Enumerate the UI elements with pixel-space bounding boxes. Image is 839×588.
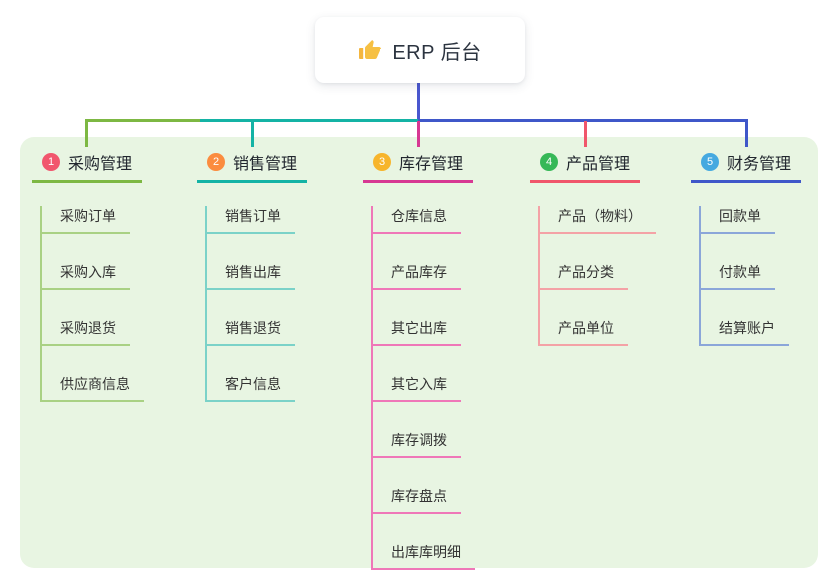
branch-children-list: 采购订单采购入库采购退货供应商信息 [40,206,144,402]
branch-number-badge: 4 [540,153,558,171]
child-node[interactable]: 库存调拨 [373,430,461,458]
thumbs-up-icon [358,38,382,62]
branch-column-3: 3 库存管理仓库信息产品库存其它出库其它入库库存调拨库存盘点出库库明细 [363,137,475,570]
branch-2-drop-line [251,121,254,147]
branch-node-3[interactable]: 3 库存管理 [363,137,473,183]
branch-label: 产品管理 [566,156,631,173]
branch-node-1[interactable]: 1 采购管理 [32,137,142,183]
branch-children-list: 仓库信息产品库存其它出库其它入库库存调拨库存盘点出库库明细 [371,206,475,570]
branch-2-horizontal-line [200,119,420,122]
branch-label: 财务管理 [727,156,792,173]
branch-node-4[interactable]: 4 产品管理 [530,137,640,183]
branch-node-5[interactable]: 5 财务管理 [691,137,801,183]
branch-column-2: 2 销售管理销售订单销售出库销售退货客户信息 [197,137,307,402]
child-node[interactable]: 产品单位 [540,318,628,346]
root-stem-line [417,83,420,120]
branch-children-list: 销售订单销售出库销售退货客户信息 [205,206,307,402]
branch-4-drop-line [584,121,587,147]
branch-number-badge: 5 [701,153,719,171]
child-node[interactable]: 客户信息 [207,374,295,402]
branch-label: 采购管理 [68,156,133,173]
branch-column-1: 1 采购管理采购订单采购入库采购退货供应商信息 [32,137,144,402]
branch-column-4: 4 产品管理产品（物料） 产品分类产品单位 [530,137,656,346]
root-node[interactable]: ERP 后台 [315,17,525,83]
mindmap-background-card [20,137,818,568]
child-node[interactable]: 库存盘点 [373,486,461,514]
branch-children-list: 回款单付款单结算账户 [699,206,801,346]
child-node[interactable]: 其它出库 [373,318,461,346]
child-node[interactable]: 产品（物料） [540,206,656,234]
child-node[interactable]: 销售出库 [207,262,295,290]
child-node[interactable]: 出库库明细 [373,542,475,570]
child-node[interactable]: 采购订单 [42,206,130,234]
branch-1-horizontal-line [85,119,203,122]
child-node[interactable]: 销售退货 [207,318,295,346]
child-node[interactable]: 仓库信息 [373,206,461,234]
branch-number-badge: 3 [373,153,391,171]
branch-3-drop-line [417,121,420,147]
branch-label: 销售管理 [233,156,298,173]
branch-5-horizontal-line [418,119,748,122]
child-node[interactable]: 产品分类 [540,262,628,290]
child-node[interactable]: 销售订单 [207,206,295,234]
branch-label: 库存管理 [399,156,464,173]
branch-5-drop-line [745,119,748,147]
branch-children-list: 产品（物料） 产品分类产品单位 [538,206,656,346]
child-node[interactable]: 结算账户 [701,318,789,346]
child-node[interactable]: 采购入库 [42,262,130,290]
branch-node-2[interactable]: 2 销售管理 [197,137,307,183]
child-node[interactable]: 付款单 [701,262,775,290]
child-node[interactable]: 供应商信息 [42,374,144,402]
child-node[interactable]: 其它入库 [373,374,461,402]
child-node[interactable]: 产品库存 [373,262,461,290]
child-node[interactable]: 回款单 [701,206,775,234]
root-label: ERP 后台 [392,41,482,64]
branch-number-badge: 1 [42,153,60,171]
branch-column-5: 5 财务管理回款单付款单结算账户 [691,137,801,346]
branch-1-drop-line [85,119,88,147]
child-node[interactable]: 采购退货 [42,318,130,346]
branch-number-badge: 2 [207,153,225,171]
